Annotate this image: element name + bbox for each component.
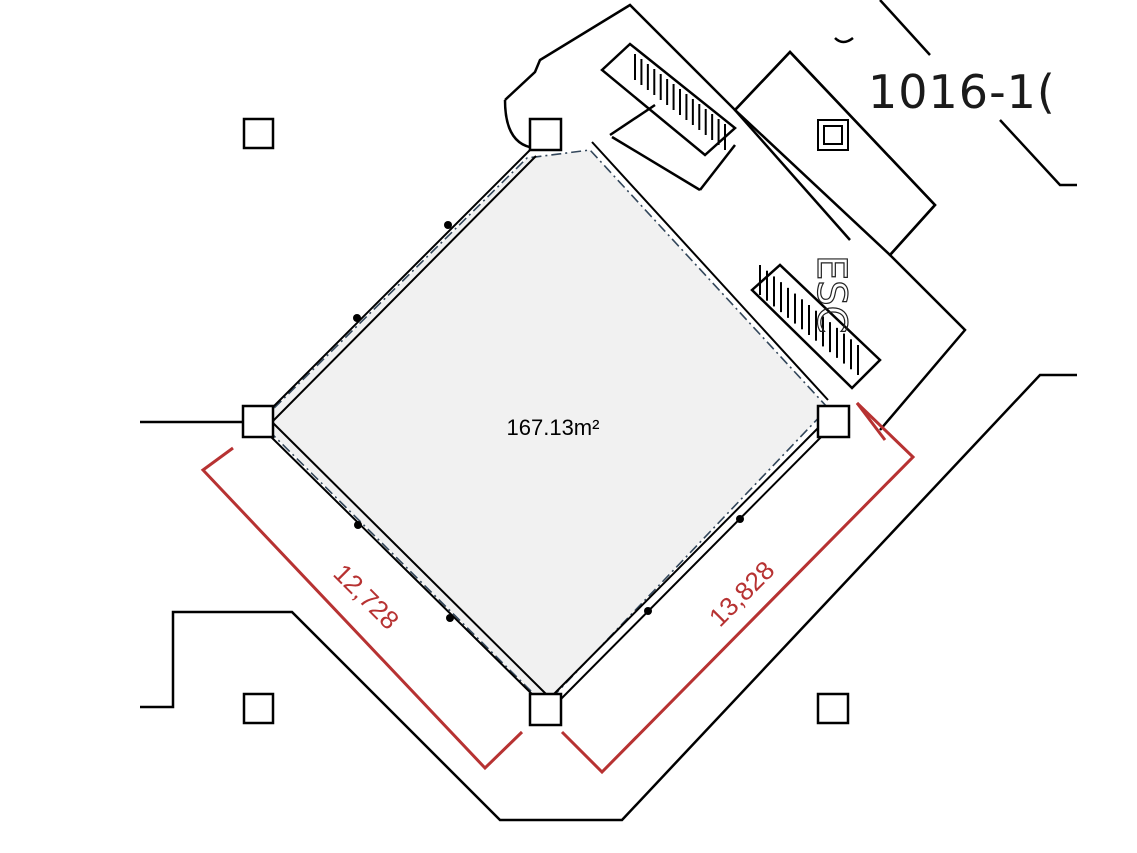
column bbox=[528, 692, 563, 727]
column bbox=[528, 117, 563, 152]
unit-number-label: 1016-1( bbox=[868, 65, 1056, 119]
room-walls bbox=[261, 141, 835, 707]
structural-columns bbox=[241, 117, 851, 727]
dimension-line-left bbox=[200, 446, 524, 771]
dimension-lines bbox=[200, 401, 916, 775]
stair-core bbox=[503, 0, 1077, 431]
area-label: 167.13m² bbox=[507, 415, 600, 440]
column bbox=[816, 692, 850, 725]
small-arc bbox=[834, 36, 854, 44]
wall-nodes bbox=[353, 221, 744, 622]
equipment-symbol bbox=[817, 119, 849, 151]
equipment-room bbox=[733, 50, 937, 257]
room-area bbox=[258, 149, 830, 707]
column bbox=[242, 692, 275, 725]
stair-upper bbox=[600, 42, 737, 157]
corridor-outline bbox=[140, 373, 1077, 822]
dimension-label-left: 12,728 bbox=[328, 558, 405, 635]
core-diagonal bbox=[734, 109, 851, 241]
escalator-label: ESC bbox=[808, 255, 854, 334]
landing-line-3 bbox=[699, 144, 736, 191]
stair-lower bbox=[750, 263, 882, 390]
column bbox=[242, 117, 275, 150]
corridor-left-wall bbox=[140, 373, 1077, 822]
stair-treads bbox=[634, 54, 859, 375]
column bbox=[816, 404, 851, 439]
column bbox=[241, 404, 275, 439]
dimension-label-right: 13,828 bbox=[703, 555, 780, 632]
upper-right-wall bbox=[999, 119, 1077, 187]
landing-line-1 bbox=[609, 103, 656, 137]
core-wall-top bbox=[879, 0, 931, 56]
landing-line-2 bbox=[611, 135, 701, 192]
dimension-line-right bbox=[560, 401, 916, 775]
